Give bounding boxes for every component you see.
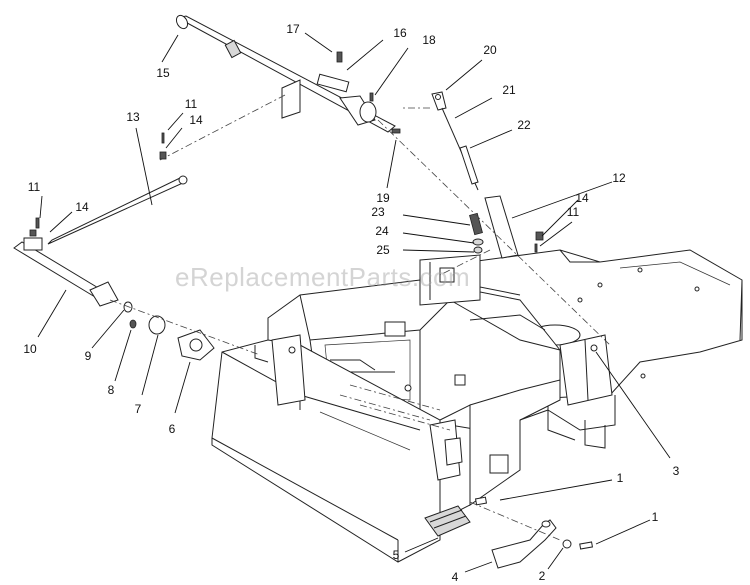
callout-24: 24 [375, 224, 389, 238]
callout-17: 17 [286, 22, 300, 36]
callout-4: 4 [451, 570, 459, 584]
callout-12: 12 [612, 171, 626, 185]
callout-5: 5 [392, 548, 400, 562]
callout-1: 1 [651, 510, 659, 524]
callout-20: 20 [483, 43, 497, 57]
cable-and-handle [377, 91, 611, 346]
callout-14: 14 [575, 191, 589, 205]
callout-18: 18 [422, 33, 436, 47]
callout-3: 3 [672, 464, 680, 478]
callout-10: 10 [23, 342, 37, 356]
callout-11: 11 [27, 180, 41, 194]
callout-6: 6 [168, 422, 176, 436]
callout-22: 22 [517, 118, 531, 132]
callout-21: 21 [502, 83, 516, 97]
mower-deck-frame [211, 249, 743, 563]
callout-11: 11 [566, 205, 580, 219]
callout-1: 1 [616, 471, 624, 485]
callout-7: 7 [134, 402, 142, 416]
callout-11: 11 [184, 97, 198, 111]
callout-8: 8 [107, 383, 115, 397]
linkage-rod [47, 132, 188, 245]
upper-shaft-assembly [159, 14, 401, 161]
callout-2: 2 [538, 569, 546, 583]
callout-15: 15 [156, 66, 170, 80]
callout-19: 19 [376, 191, 390, 205]
callout-14: 14 [189, 113, 203, 127]
pedal-parts [424, 496, 594, 569]
callout-16: 16 [393, 26, 407, 40]
watermark-text: eReplacementParts.com [175, 262, 471, 292]
callout-9: 9 [84, 349, 92, 363]
leader-lines [37, 32, 671, 573]
callout-23: 23 [371, 205, 385, 219]
callout-14: 14 [75, 200, 89, 214]
lower-shaft-assembly [13, 217, 261, 361]
callout-25: 25 [376, 243, 390, 257]
callout-13: 13 [126, 110, 140, 124]
